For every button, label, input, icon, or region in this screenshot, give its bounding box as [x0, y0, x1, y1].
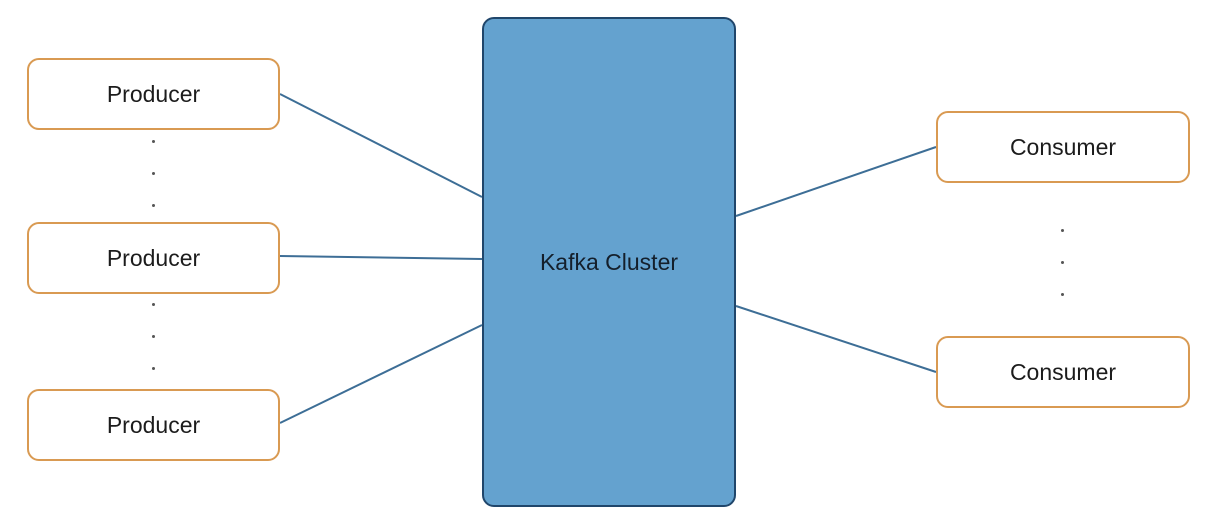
edge-producer-1-cluster: [279, 93, 483, 198]
kafka-cluster-node: Kafka Cluster: [482, 17, 736, 507]
producer-node-3: Producer: [27, 389, 280, 461]
vertical-ellipsis: [1052, 229, 1072, 325]
ellipsis-dot: [151, 303, 155, 306]
ellipsis-dot: [151, 335, 155, 338]
consumer-node-1: Consumer: [936, 111, 1190, 183]
consumer-label: Consumer: [1009, 133, 1117, 160]
producer-label: Producer: [106, 80, 201, 107]
producer-node-1: Producer: [27, 58, 280, 130]
ellipsis-dot: [151, 140, 155, 143]
ellipsis-dot: [1060, 293, 1064, 296]
ellipsis-dot: [151, 172, 155, 175]
ellipsis-dot: [1060, 261, 1064, 264]
vertical-ellipsis: [143, 140, 163, 236]
producer-node-2: Producer: [27, 222, 280, 294]
edge-cluster-consumer-1: [735, 146, 937, 217]
producer-label: Producer: [106, 244, 201, 271]
ellipsis-dot: [1060, 229, 1064, 232]
ellipsis-dot: [151, 367, 155, 370]
consumer-label: Consumer: [1009, 358, 1117, 385]
ellipsis-dot: [151, 204, 155, 207]
edge-cluster-consumer-2: [735, 305, 937, 373]
vertical-ellipsis: [143, 303, 163, 399]
cluster-label: Kafka Cluster: [539, 248, 679, 275]
consumer-node-2: Consumer: [936, 336, 1190, 408]
edge-producer-2-cluster: [279, 255, 483, 260]
edge-producer-3-cluster: [279, 324, 483, 424]
producer-label: Producer: [106, 411, 201, 438]
